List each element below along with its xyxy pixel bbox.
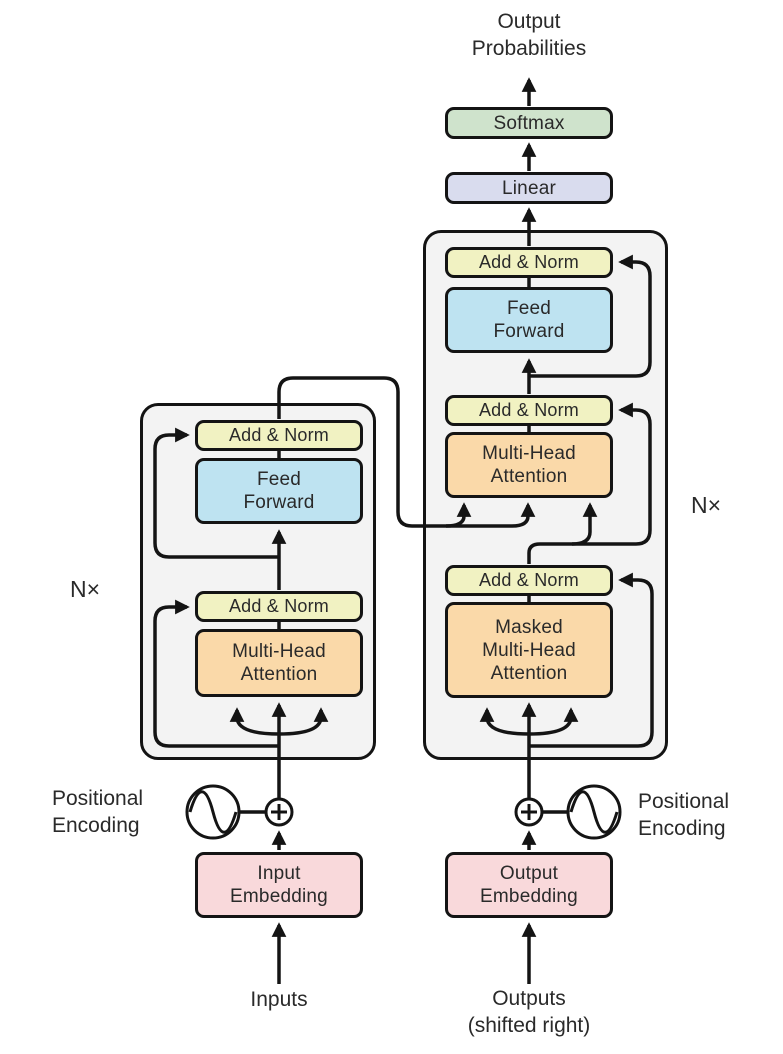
linear-box: Linear (445, 172, 613, 204)
encoder-mha-line1: Multi-Head (232, 641, 326, 662)
input-embedding-box: Input Embedding (195, 852, 363, 918)
arrow-encoder-key-into-cross-attention (445, 502, 472, 528)
decoder-masked-attention-box: Masked Multi-Head Attention (445, 602, 613, 698)
encoder-ff-line2: Forward (243, 492, 315, 513)
masked-mha-line2: Multi-Head (482, 639, 576, 661)
decoder-mha-line2: Attention (490, 466, 568, 487)
output-probabilities-line2: Probabilities (471, 37, 587, 60)
encoder-n-times-label: N× (70, 576, 101, 602)
positional-encoding-symbols (185, 784, 622, 840)
output-embedding-line2: Embedding (480, 886, 578, 907)
outputs-line2: (shifted right) (467, 1014, 591, 1037)
masked-mha-line3: Attention (490, 662, 568, 684)
output-embedding-line1: Output (499, 863, 559, 884)
arrow-enc-split-right (278, 707, 329, 736)
positional-encoding-label-right: Positional Encoding (638, 788, 763, 842)
positional-encoding-label-left: Positional Encoding (52, 785, 177, 839)
decoder-ff-line1: Feed (506, 298, 552, 319)
pos-enc-left-line2: Encoding (52, 814, 140, 837)
arrow-query-into-cross-attention (571, 502, 598, 546)
decoder-add-norm-mid: Add & Norm (445, 395, 613, 426)
arrow-masked-split-left (479, 707, 530, 736)
output-probabilities-label: Output Probabilities (429, 8, 629, 62)
arrow-group (153, 77, 654, 984)
inputs-label: Inputs (250, 988, 308, 1011)
softmax-box: Softmax (445, 107, 613, 139)
arrow-encoder-output-to-cross-attention (277, 376, 536, 528)
outputs-line1: Outputs (492, 987, 566, 1010)
encoder-add-norm-bottom: Add & Norm (195, 591, 363, 622)
residual-dec-bottom (529, 572, 654, 748)
residual-enc-top (153, 427, 279, 559)
decoder-feed-forward-box: Feed Forward (445, 287, 613, 353)
decoder-cross-attention-box: Multi-Head Attention (445, 432, 613, 498)
pos-enc-left-line1: Positional (52, 787, 144, 810)
encoder-mha-line2: Attention (240, 664, 318, 685)
residual-enc-bottom (153, 599, 279, 748)
output-embedding-box: Output Embedding (445, 852, 613, 918)
encoder-add-norm-top: Add & Norm (195, 420, 363, 451)
encoder-feed-forward-box: Feed Forward (195, 458, 363, 524)
sine-wave-right-icon (569, 790, 619, 834)
input-embedding-line1: Input (257, 863, 301, 884)
arrow-enc-split-left (229, 707, 280, 736)
pos-enc-right-line2: Encoding (638, 817, 726, 840)
decoder-ff-line2: Forward (493, 321, 565, 342)
input-embedding-line2: Embedding (230, 886, 328, 907)
residual-dec-mid (527, 402, 652, 564)
decoder-add-norm-top: Add & Norm (445, 247, 613, 278)
decoder-mha-line1: Multi-Head (482, 443, 576, 464)
plus-glyph-right-icon (521, 804, 537, 820)
decoder-add-norm-bottom: Add & Norm (445, 565, 613, 596)
sine-wave-left-icon (188, 790, 238, 834)
encoder-attention-box: Multi-Head Attention (195, 629, 363, 697)
output-probabilities-line1: Output (497, 10, 561, 33)
outputs-label: Outputs (shifted right) (429, 985, 629, 1039)
arrow-masked-split-right (528, 707, 579, 736)
encoder-ff-line1: Feed (256, 469, 302, 490)
pos-enc-right-line1: Positional (638, 790, 730, 813)
plus-glyph-left-icon (271, 804, 287, 820)
masked-mha-line1: Masked (495, 616, 563, 638)
decoder-n-times-label: N× (691, 492, 722, 518)
residual-dec-top (529, 254, 652, 378)
